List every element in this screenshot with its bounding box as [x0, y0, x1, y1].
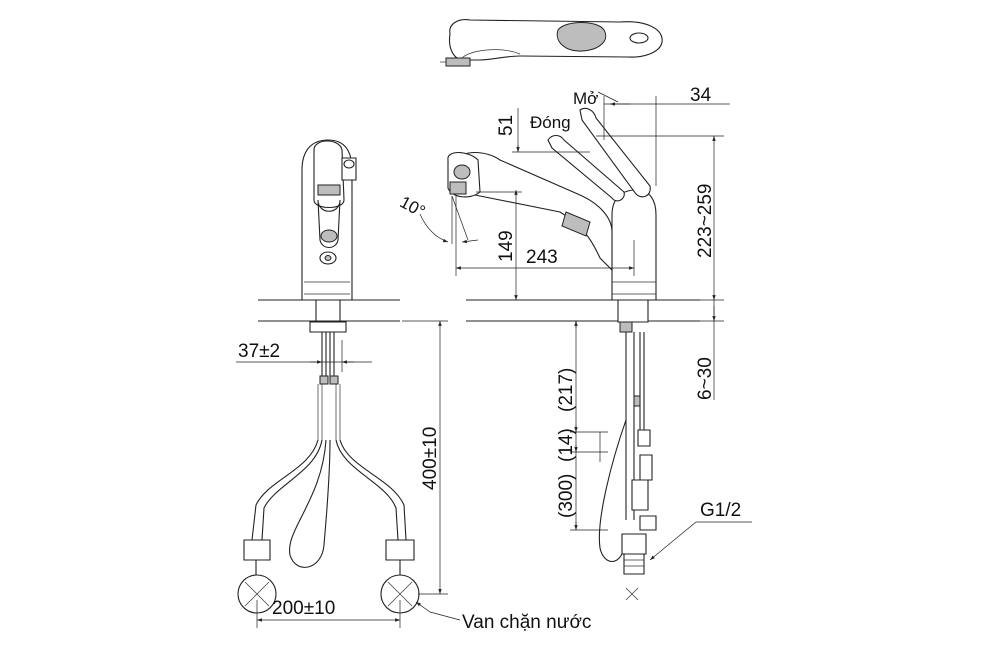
labels: Mở Đóng 10° 34 51 223~259 149 243 6~30 (… — [238, 85, 741, 633]
dim-149: 149 — [496, 230, 517, 262]
dim-200: 200±10 — [272, 598, 335, 619]
dim-51: 51 — [496, 115, 517, 136]
counter-top-lines — [258, 299, 700, 322]
dim-37: 37±2 — [238, 341, 280, 362]
dim-243: 243 — [526, 247, 558, 268]
dimensions — [236, 91, 752, 628]
dim-300: (300) — [556, 474, 577, 518]
label-valve: Van chặn nước — [462, 612, 591, 633]
label-close: Đóng — [530, 113, 571, 132]
dim-14: (14) — [556, 428, 577, 462]
label-open: Mở — [573, 89, 598, 108]
label-angle: 10° — [397, 192, 429, 221]
dim-34: 34 — [690, 85, 712, 106]
side-view-faucet — [447, 107, 657, 601]
top-view-faucet — [440, 19, 663, 67]
dim-400: 400±10 — [420, 427, 441, 490]
dim-223-259: 223~259 — [695, 184, 716, 259]
dim-217: (217) — [556, 368, 577, 412]
label-thread: G1/2 — [700, 500, 741, 521]
dim-6-30: 6~30 — [695, 357, 716, 400]
front-view-faucet — [237, 139, 420, 614]
